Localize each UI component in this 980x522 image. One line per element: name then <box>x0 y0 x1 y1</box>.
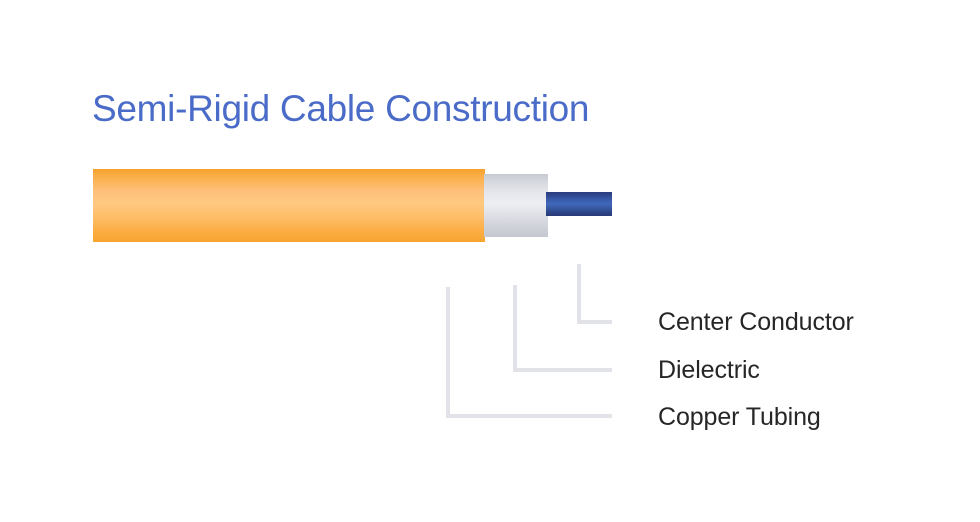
cable-layer-dielectric <box>484 174 548 237</box>
callout-label-dielectric: Dielectric <box>658 356 760 384</box>
callout-label-center-conductor: Center Conductor <box>658 308 854 336</box>
cable-layer-copper-tubing <box>93 169 485 242</box>
page-title: Semi-Rigid Cable Construction <box>92 88 590 129</box>
cable-layer-center-conductor <box>546 192 612 216</box>
callout-label-copper-tubing: Copper Tubing <box>658 403 821 431</box>
